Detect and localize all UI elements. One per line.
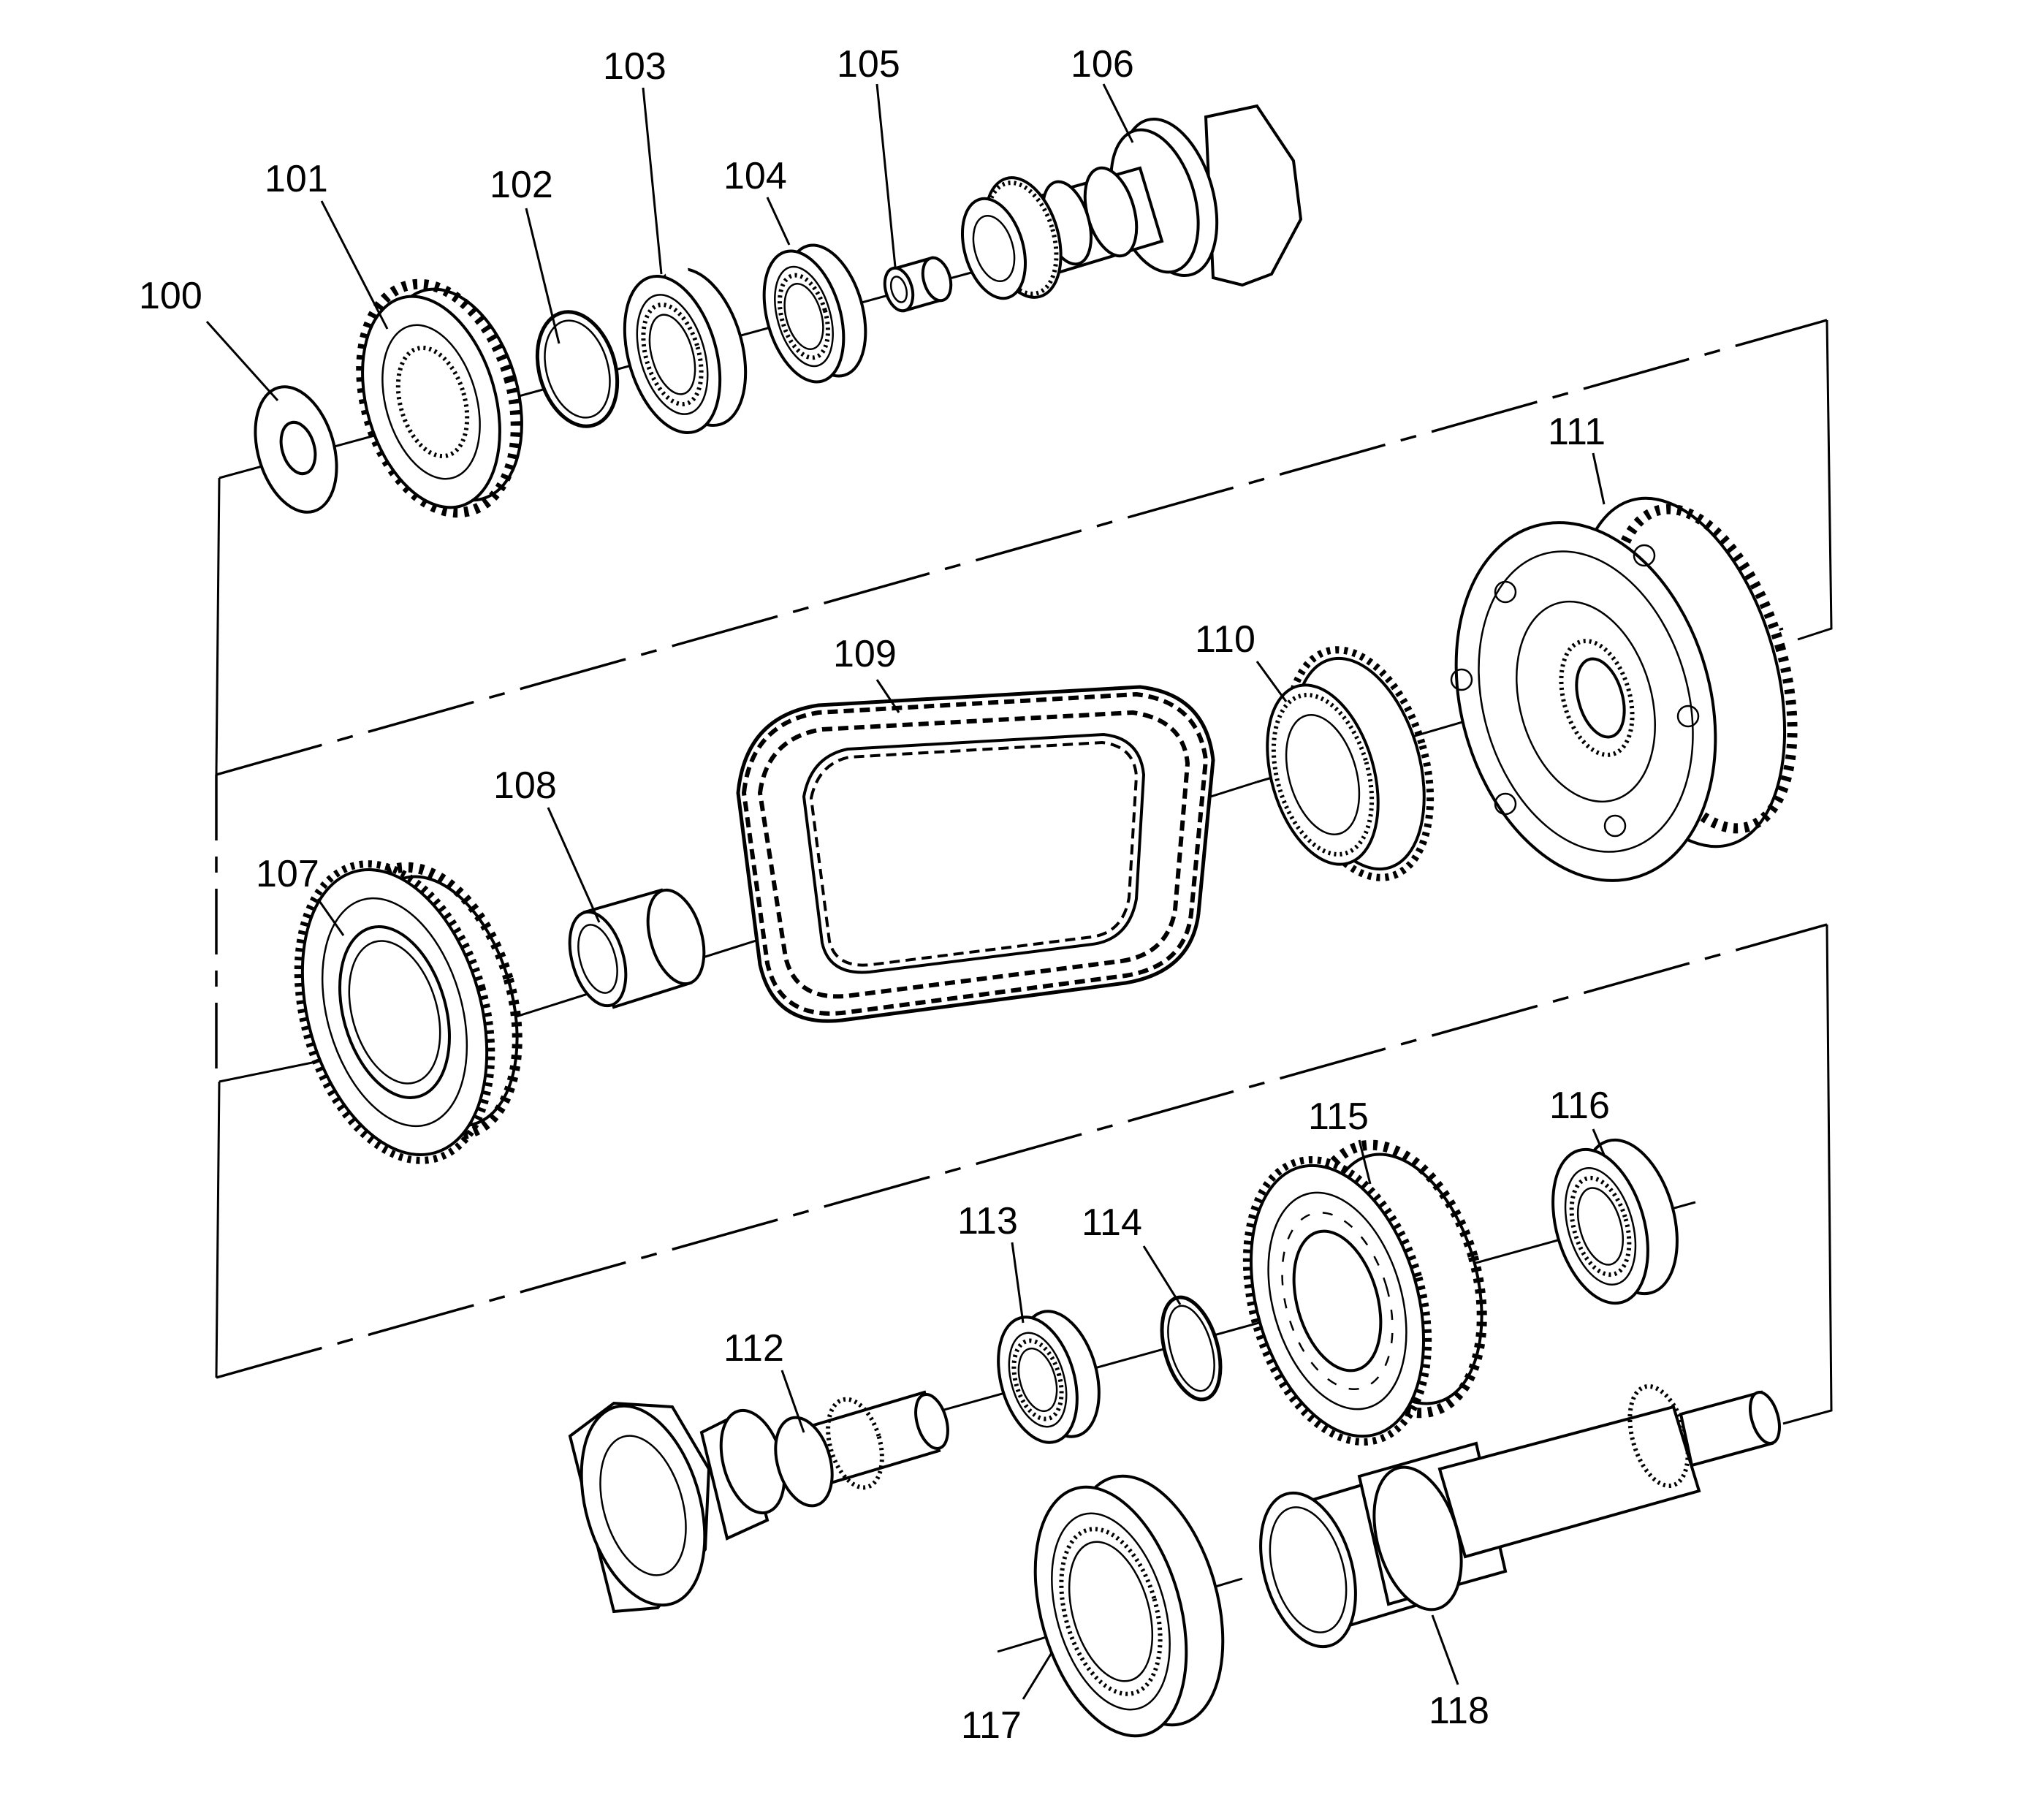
leader-lines xyxy=(205,83,1606,1700)
part-104-bearing xyxy=(762,243,867,384)
callout-111: 111 xyxy=(1548,411,1606,453)
callout-100: 100 xyxy=(139,275,202,317)
part-105-bushing xyxy=(883,256,953,313)
part-110-sprocket xyxy=(1266,646,1435,881)
part-117-bearing xyxy=(1033,1474,1225,1738)
connector-frames xyxy=(215,319,1833,1425)
callout-116: 116 xyxy=(1549,1085,1610,1127)
callout-104: 104 xyxy=(723,155,787,197)
part-115-gear xyxy=(1242,1139,1487,1446)
part-111-planetary-carrier xyxy=(1450,496,1798,882)
callout-113: 113 xyxy=(957,1200,1018,1242)
callout-114: 114 xyxy=(1082,1201,1142,1244)
callout-105: 105 xyxy=(837,43,900,86)
part-116-bearing xyxy=(1551,1138,1679,1305)
part-114-snap-ring xyxy=(1160,1295,1223,1402)
part-107-gear xyxy=(294,860,526,1164)
callout-110: 110 xyxy=(1195,618,1255,661)
callout-107: 107 xyxy=(256,853,319,895)
part-109-drive-chain xyxy=(736,685,1215,1023)
callout-101: 101 xyxy=(265,158,328,200)
callout-118: 118 xyxy=(1429,1690,1489,1732)
callout-103: 103 xyxy=(603,45,666,88)
callout-112: 112 xyxy=(723,1327,784,1370)
callout-108: 108 xyxy=(493,764,557,807)
part-101-gear xyxy=(356,278,523,518)
part-100-thrust-washer xyxy=(254,385,338,514)
callout-labels: 100 101 102 103 104 105 106 107 108 109 … xyxy=(139,43,1610,1747)
part-118-front-output-shaft xyxy=(1259,1383,1781,1649)
part-103-bearing xyxy=(623,265,748,435)
part-108-sleeve xyxy=(568,888,706,1009)
part-106-input-shaft xyxy=(960,104,1303,300)
callout-117: 117 xyxy=(961,1704,1022,1747)
part-102-snap-ring xyxy=(535,310,620,428)
callout-106: 106 xyxy=(1071,43,1134,86)
part-113-bearing xyxy=(997,1310,1101,1444)
callout-115: 115 xyxy=(1308,1096,1369,1138)
part-112-output-shaft xyxy=(568,1390,949,1614)
callout-102: 102 xyxy=(490,164,553,206)
callout-109: 109 xyxy=(833,633,897,675)
